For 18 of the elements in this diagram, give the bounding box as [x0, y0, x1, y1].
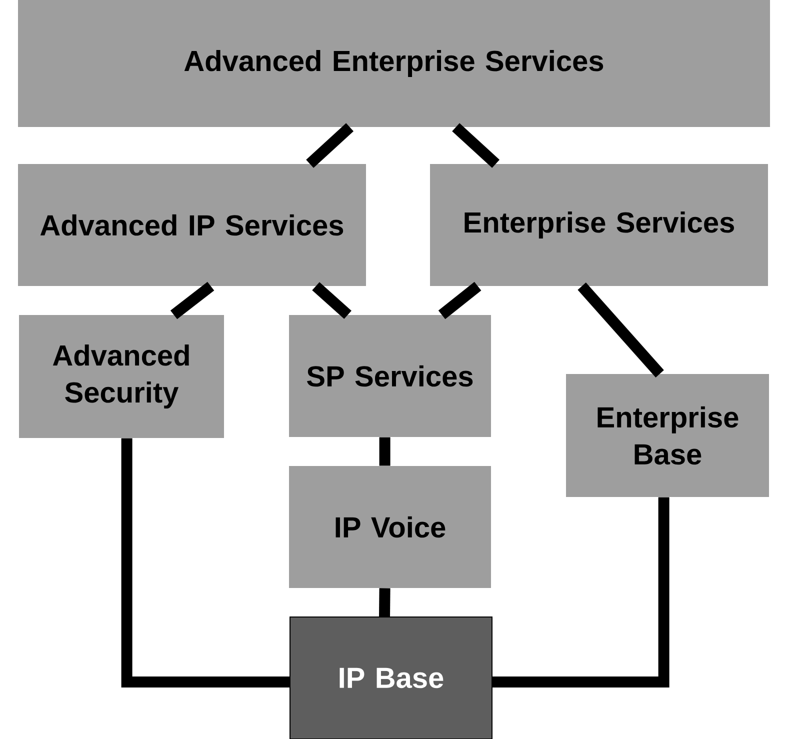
connector-line — [379, 588, 390, 617]
connector-line — [379, 437, 390, 466]
connector-line — [121, 438, 290, 688]
connector-line — [306, 123, 354, 168]
connector-line — [438, 282, 482, 320]
feature-box: Advanced Enterprise Services — [18, 0, 770, 127]
connector-line — [312, 282, 352, 319]
feature-box: Enterprise Services — [430, 164, 768, 286]
feature-box: IP Base — [290, 616, 492, 739]
feature-box: Advanced Security — [19, 315, 224, 438]
connector-line — [452, 123, 500, 168]
connector-line — [170, 282, 214, 320]
connector-line — [492, 497, 670, 688]
feature-box: IP Voice — [289, 466, 491, 588]
feature-box: Enterprise Base — [566, 374, 769, 497]
feature-box: Advanced IP Services — [18, 164, 366, 286]
connector-line — [578, 282, 664, 378]
feature-box: SP Services — [289, 315, 491, 437]
